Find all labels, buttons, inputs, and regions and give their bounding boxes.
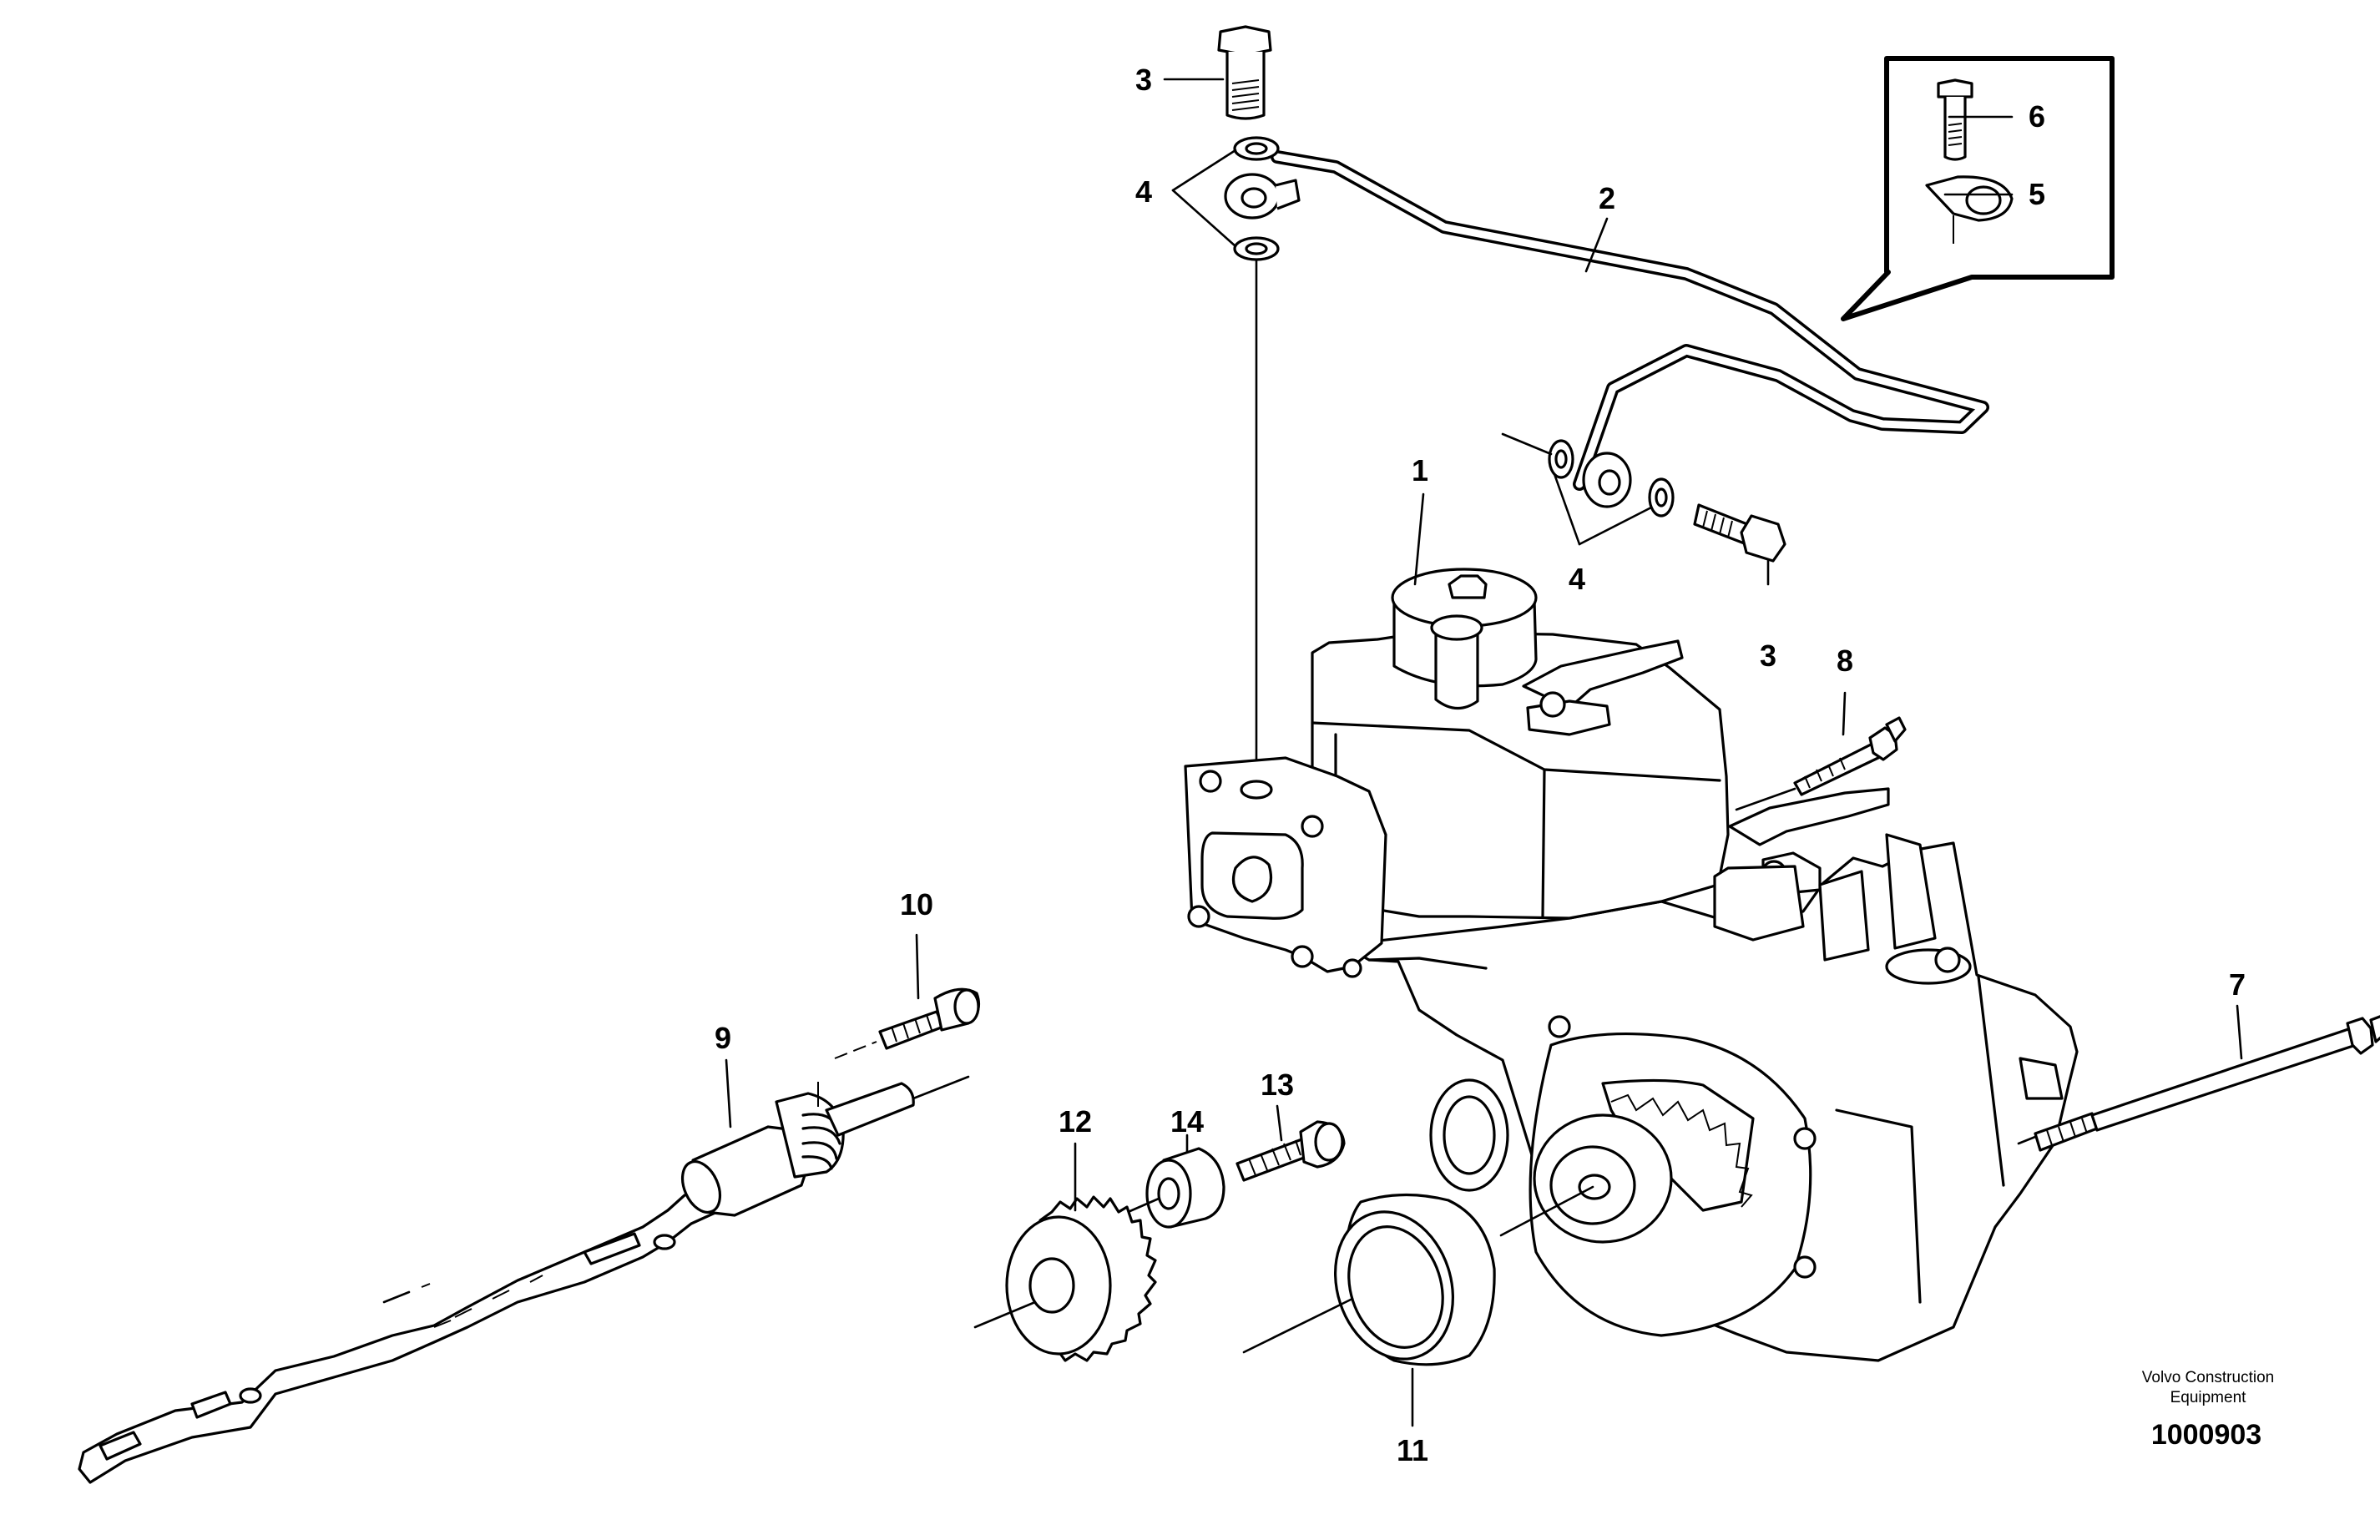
fuel-pipe-part-2	[1271, 150, 1989, 491]
sealing-washer-upper-part-4	[1233, 136, 1280, 261]
leader-lines	[725, 78, 2243, 1427]
callout-6: 6	[2029, 99, 2045, 134]
assembly-axis-gear	[973, 1300, 1037, 1329]
assembly-axis-ring-left	[1242, 1297, 1354, 1354]
bolt-part-10	[834, 987, 980, 1059]
callout-4-lower: 4	[1569, 562, 1585, 596]
callout-8: 8	[1837, 644, 1853, 678]
bolt-part-13	[1235, 1120, 1346, 1182]
bolt-part-8	[1735, 716, 1907, 811]
stamp-line-2: Equipment	[2170, 1389, 2247, 1406]
bushing-part-14	[1145, 1147, 1225, 1229]
callout-3-lower: 3	[1760, 639, 1776, 673]
drawing-number: 1000903	[2151, 1419, 2261, 1451]
sealing-washer-lower-part-4	[1548, 439, 1675, 518]
banjo-fitting-upper	[1224, 173, 1301, 220]
assembly-axis-ring	[1499, 1185, 1594, 1237]
seal-ring-part-11	[1334, 1193, 1496, 1366]
banjo-bolt-upper-part-3	[1217, 25, 1272, 120]
speed-sensor-part-9	[680, 1082, 915, 1217]
bolt-part-7	[2017, 1015, 2380, 1152]
callout-5: 5	[2029, 177, 2045, 211]
callout-9: 9	[715, 1021, 731, 1055]
callout-7: 7	[2229, 967, 2246, 1002]
rod-hidden-line-b	[421, 1283, 431, 1288]
callout-13: 13	[1261, 1068, 1294, 1102]
publisher-stamp: Volvo Construction Equipment 1000903	[2142, 1369, 2274, 1451]
callout-labels: 1 2 3 3 4 4 5 6 7 8 9 10 11 12 13 14	[715, 63, 2246, 1467]
callout-12: 12	[1059, 1104, 1092, 1139]
assembly-axis-sensor	[912, 1075, 970, 1100]
detail-inset	[1841, 56, 2115, 321]
banjo-fitting-lower	[1582, 452, 1632, 508]
rod-hidden-line-a	[382, 1290, 411, 1304]
callout-10: 10	[900, 887, 933, 921]
callout-1: 1	[1412, 453, 1428, 487]
gear-part-12	[1005, 1195, 1157, 1362]
callout-2: 2	[1599, 181, 1615, 215]
callout-4-top: 4	[1135, 174, 1152, 209]
callout-11: 11	[1397, 1433, 1428, 1467]
stamp-line-1: Volvo Construction	[2142, 1369, 2274, 1386]
callout-3-top: 3	[1135, 63, 1152, 97]
assembly-axis-lower-left	[1501, 432, 1553, 456]
callout-14: 14	[1170, 1104, 1204, 1139]
banjo-bolt-lower-part-3	[1693, 503, 1786, 563]
injection-pump-part-1	[1184, 568, 2079, 1362]
control-rod-part-9	[78, 1182, 736, 1484]
